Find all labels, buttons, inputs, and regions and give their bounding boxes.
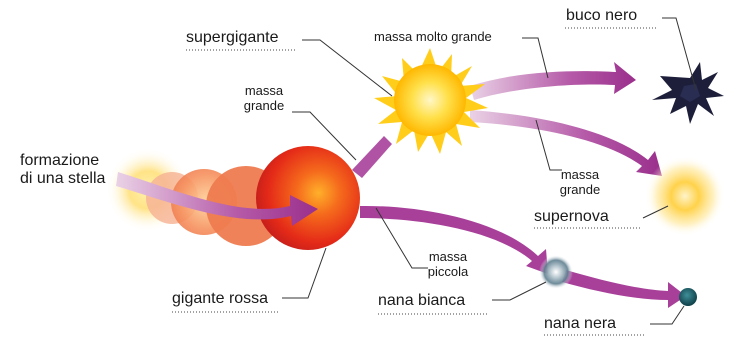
arrow-to-supergiant — [352, 136, 392, 178]
label-mass-large-top: massa grande — [236, 84, 292, 114]
black-hole-icon — [652, 62, 724, 124]
red-giant-icon — [256, 146, 360, 250]
label-mass-large-right: massa grande — [552, 168, 608, 198]
white-dwarf-icon — [539, 255, 573, 289]
label-mass-small-line2: piccola — [422, 265, 474, 280]
label-mass-very-large: massa molto grande — [374, 30, 492, 45]
label-mass-small-line1: massa — [422, 250, 474, 265]
arrow-to-black-dwarf — [562, 270, 686, 308]
label-mass-large-top-line2: grande — [236, 99, 292, 114]
label-black-hole: buco nero — [566, 7, 637, 25]
label-supernova: supernova — [534, 208, 609, 226]
label-supergiant: supergigante — [186, 29, 279, 47]
label-white-dwarf: nana bianca — [378, 292, 465, 310]
label-star-formation-line1: formazione — [20, 152, 105, 170]
label-star-formation-line2: di una stella — [20, 170, 105, 188]
label-star-formation: formazione di una stella — [20, 152, 105, 189]
label-mass-large-right-line2: grande — [552, 183, 608, 198]
supernova-glow-icon — [645, 156, 725, 236]
label-red-giant: gigante rossa — [172, 290, 268, 308]
black-dwarf-icon — [679, 288, 697, 306]
label-black-dwarf: nana nera — [544, 315, 616, 333]
arrow-to-black-hole — [470, 62, 636, 100]
label-mass-small: massa piccola — [422, 250, 474, 280]
sun-icon — [374, 48, 488, 154]
label-mass-large-right-line1: massa — [552, 168, 608, 183]
label-mass-large-top-line1: massa — [236, 84, 292, 99]
